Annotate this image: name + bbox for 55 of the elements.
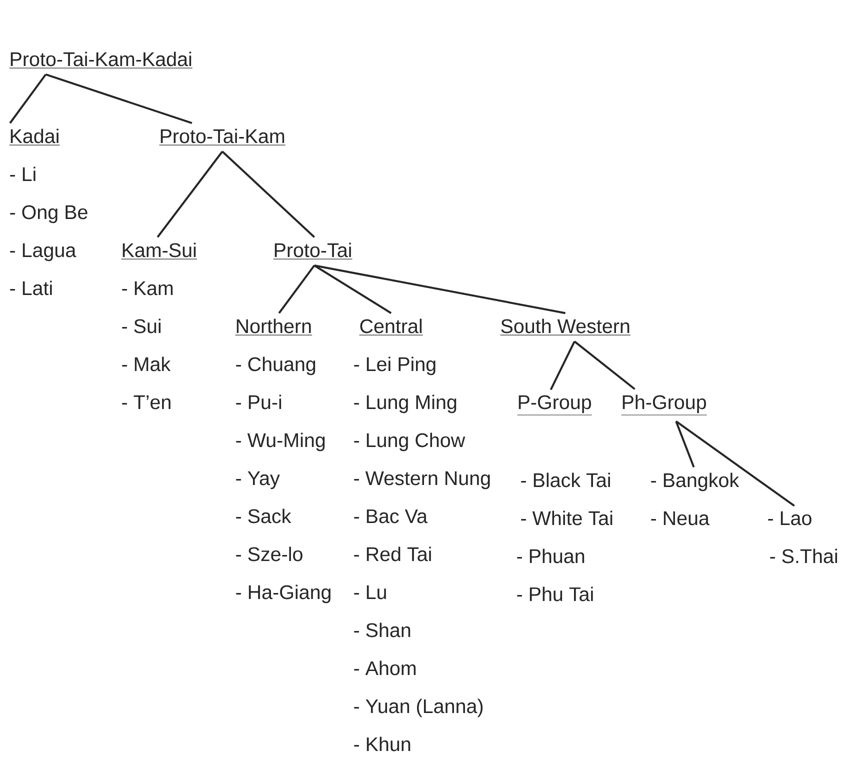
group-heading: Central [359, 318, 424, 336]
group-heading: South Western [500, 318, 631, 336]
list-item: - Lao [768, 511, 812, 526]
branch-line [45, 74, 192, 124]
branch-line [9, 74, 47, 124]
group-heading: Ph-Group [621, 394, 708, 416]
branch-line [550, 341, 576, 390]
list-item: - Pu-i [236, 394, 282, 410]
list-item: - Phu Tai [517, 586, 593, 602]
list-item: - Li [10, 166, 36, 181]
list-item: - Lung Ming [354, 394, 456, 414]
list-item: - Neua [651, 511, 710, 526]
list-item: - Chuang [236, 356, 316, 376]
branch-line [222, 150, 316, 238]
list-item: - White Tai [521, 510, 612, 526]
group-heading: Proto-Tai-Kam [159, 128, 286, 146]
list-item: - Yay [236, 471, 280, 490]
group-heading: Northern [235, 318, 312, 336]
branch-line [278, 264, 316, 314]
list-item: - Sui [122, 318, 160, 334]
list-item: - S.Thai [770, 548, 837, 564]
list-item: - Lung Chow [354, 432, 466, 452]
list-item: - Kam [122, 281, 173, 296]
group-heading: Kadai [9, 128, 60, 146]
list-item: - T’en [122, 395, 170, 410]
group-heading: P-Group [517, 395, 592, 416]
list-item: - Ahom [354, 660, 416, 676]
list-item: - Yuan (Lanna) [354, 698, 483, 718]
list-item: - Ha-Giang [236, 584, 330, 604]
list-item: - Mak [122, 356, 171, 372]
list-item: - Bangkok [651, 472, 740, 492]
list-item: - Wu-Ming [236, 432, 325, 452]
list-item: - Lei Ping [354, 356, 436, 376]
list-item: - Lagua [10, 243, 76, 262]
list-item: - Phuan [517, 548, 584, 564]
list-item: - Bac Va [354, 509, 428, 524]
branch-line [156, 150, 224, 238]
list-item: - Shan [354, 622, 410, 638]
list-item: - Sze-lo [236, 546, 302, 562]
branch-line [675, 421, 695, 468]
group-heading: Proto-Tai-Kam-Kadai [9, 52, 193, 68]
branch-line [314, 264, 566, 314]
group-heading: Kam-Sui [121, 242, 198, 260]
branch-line [314, 264, 392, 314]
list-item: - Khun [354, 736, 410, 752]
list-item: - Lu [354, 585, 386, 600]
list-item: - Sack [236, 508, 292, 524]
list-item: - Ong Be [10, 205, 88, 224]
branch-line [676, 420, 795, 507]
group-heading: Proto-Tai [273, 242, 352, 260]
list-item: - Black Tai [521, 472, 610, 488]
list-item: - Lati [10, 280, 52, 296]
branch-line [574, 340, 636, 390]
list-item: - Western Nung [354, 471, 490, 490]
list-item: - Red Tai [354, 546, 431, 562]
